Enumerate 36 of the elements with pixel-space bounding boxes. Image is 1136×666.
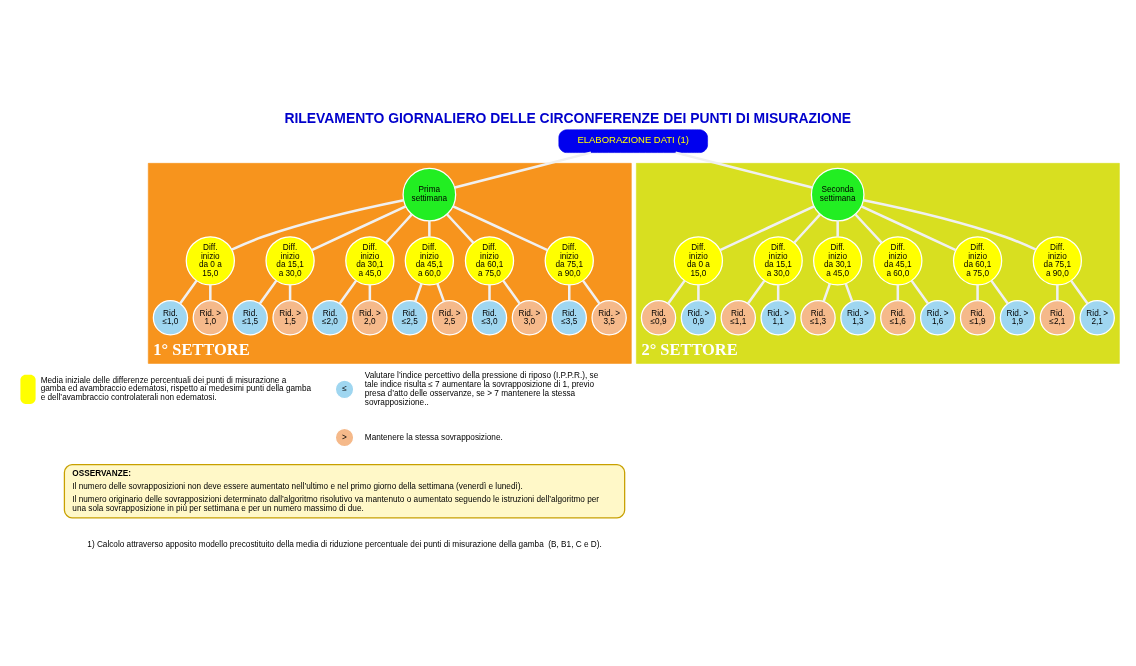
connector bbox=[860, 205, 957, 252]
connector bbox=[747, 279, 766, 305]
connector bbox=[414, 283, 423, 302]
connector bbox=[384, 213, 413, 244]
connector bbox=[428, 220, 431, 237]
diagram-title: RILEVAMENTO GIORNALIERO DELLE CIRCONFERENZE DEI PUNTI DI MISURAZIONE bbox=[284, 109, 851, 126]
connector bbox=[209, 284, 212, 301]
connector bbox=[488, 284, 491, 301]
connector bbox=[338, 279, 358, 305]
connector bbox=[793, 213, 822, 244]
connector bbox=[675, 151, 813, 189]
connector bbox=[854, 213, 883, 244]
node-box: ELABORAZIONE DATI (1) bbox=[558, 129, 708, 153]
connector bbox=[1056, 284, 1059, 301]
connector bbox=[1070, 279, 1089, 305]
connector bbox=[863, 199, 1037, 251]
connector bbox=[910, 279, 929, 305]
connector bbox=[667, 279, 686, 305]
connector bbox=[581, 279, 601, 305]
connector bbox=[436, 283, 446, 303]
connector bbox=[822, 283, 832, 302]
connector bbox=[836, 220, 839, 237]
connector bbox=[976, 284, 979, 301]
connector bbox=[568, 284, 571, 301]
connector bbox=[990, 279, 1009, 305]
connector bbox=[454, 151, 592, 189]
connector bbox=[258, 279, 278, 305]
connector bbox=[844, 283, 854, 303]
connector bbox=[452, 205, 549, 252]
connector bbox=[446, 213, 475, 244]
connector bbox=[311, 205, 407, 252]
connector bbox=[231, 199, 404, 251]
connector bbox=[697, 284, 700, 301]
connector bbox=[719, 205, 815, 252]
connector bbox=[502, 279, 521, 305]
connector bbox=[179, 279, 198, 305]
